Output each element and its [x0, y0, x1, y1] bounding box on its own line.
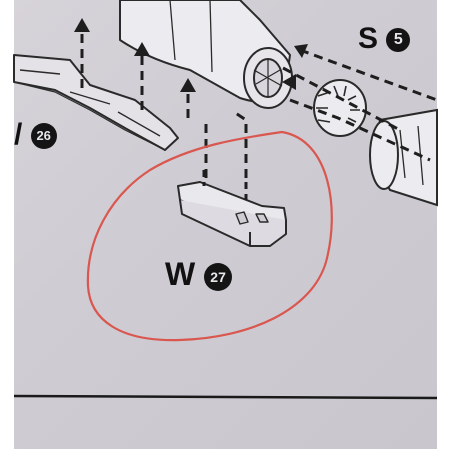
arrow-heads	[74, 18, 308, 92]
cylinder-assembly	[119, 0, 293, 109]
part-label-w27: W 27	[165, 256, 233, 292]
part-label-s5: S 5	[358, 22, 411, 55]
part-number-badge-27: 27	[204, 262, 233, 291]
tube-part	[369, 108, 438, 207]
part-letter-partial: /	[14, 118, 23, 151]
highlight-circle	[86, 130, 333, 342]
gear-part	[313, 79, 367, 137]
part-label-26: / 26	[14, 120, 57, 150]
part-letter-w: W	[165, 256, 196, 292]
clip-part-27	[177, 170, 287, 247]
rail-part-26	[13, 54, 179, 151]
guide-lines	[80, 28, 438, 178]
part-letter-s: S	[358, 22, 379, 55]
page-divider-line	[13, 394, 438, 400]
part-number-badge-5: 5	[386, 28, 411, 53]
part-number-badge-26: 26	[30, 123, 57, 150]
